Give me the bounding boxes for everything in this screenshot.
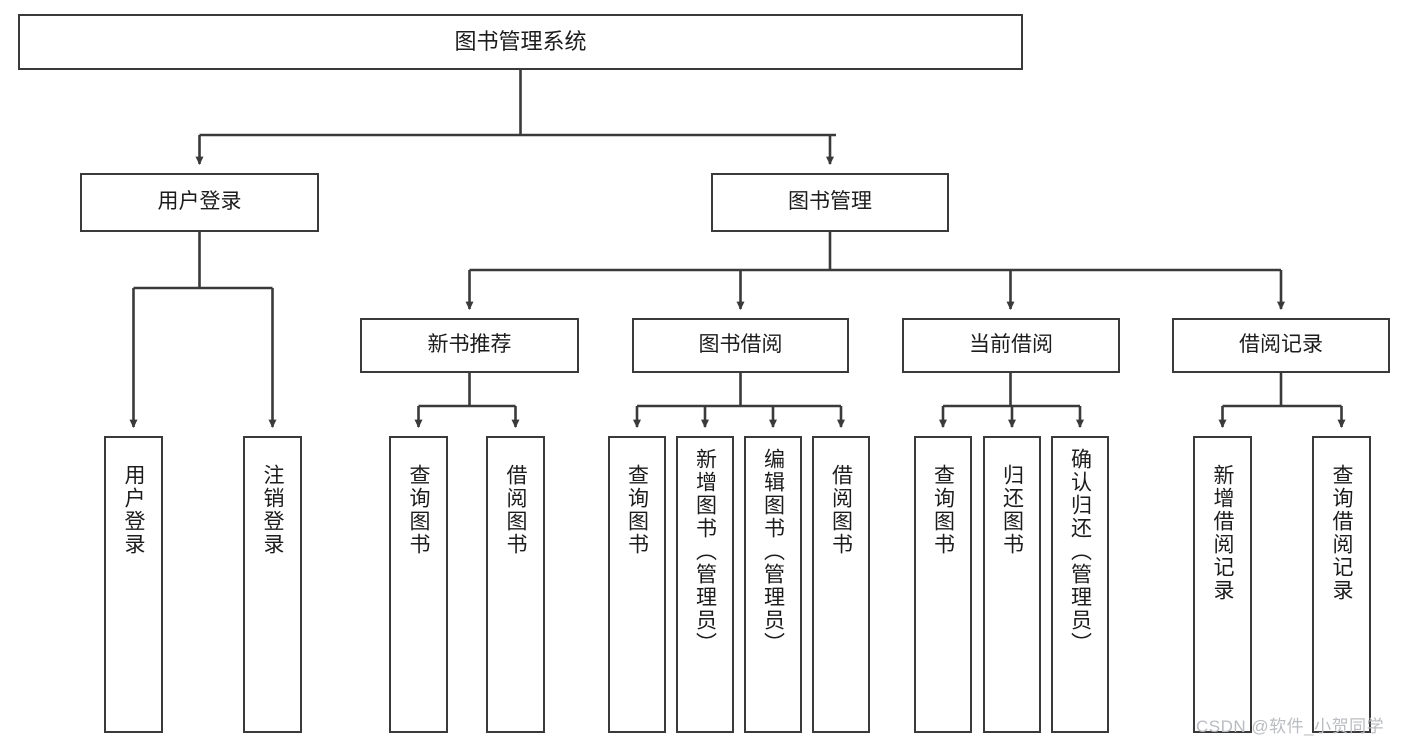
node-borrow-record[interactable]: 借阅记录 — [1172, 318, 1390, 373]
node-book-manage-label: 图书管理 — [788, 190, 872, 214]
node-book-borrow-label: 图书借阅 — [698, 333, 783, 357]
node-leaf-return-book[interactable]: 归还图书 — [983, 436, 1041, 733]
node-leaf-query-book-rec-label: 查询图书 — [407, 464, 430, 556]
node-leaf-borrow-book-label: 借阅图书 — [829, 464, 853, 556]
node-leaf-confirm-return[interactable]: 确认归还（管理员） — [1051, 436, 1109, 733]
node-leaf-edit-book-label: 编辑图书（管理员） — [761, 448, 785, 655]
node-leaf-borrow-book-rec-label: 借阅图书 — [504, 464, 527, 556]
node-leaf-add-book[interactable]: 新增图书（管理员） — [676, 436, 734, 733]
node-leaf-user-logout[interactable]: 注销登录 — [243, 436, 302, 733]
node-leaf-add-book-label: 新增图书（管理员） — [693, 448, 717, 655]
node-leaf-query-book-rec[interactable]: 查询图书 — [389, 436, 448, 733]
node-user-login-label: 用户登录 — [157, 190, 242, 214]
node-root[interactable]: 图书管理系统 — [18, 14, 1023, 70]
node-leaf-user-logout-label: 注销登录 — [261, 464, 284, 556]
node-leaf-borrow-book[interactable]: 借阅图书 — [812, 436, 870, 733]
node-new-book-rec-label: 新书推荐 — [427, 333, 512, 357]
node-borrow-record-label: 借阅记录 — [1239, 333, 1323, 357]
node-leaf-user-login[interactable]: 用户登录 — [104, 436, 163, 733]
node-leaf-query-book-cur[interactable]: 查询图书 — [914, 436, 972, 733]
node-leaf-query-book-borrow-label: 查询图书 — [625, 464, 649, 556]
node-leaf-borrow-book-rec[interactable]: 借阅图书 — [486, 436, 545, 733]
node-current-borrow-label: 当前借阅 — [969, 333, 1053, 357]
csdn-watermark: CSDN @软件_小贺同学 — [1196, 717, 1385, 736]
node-root-label: 图书管理系统 — [454, 29, 587, 55]
node-leaf-query-book-cur-label: 查询图书 — [931, 464, 955, 556]
node-current-borrow[interactable]: 当前借阅 — [902, 318, 1120, 373]
node-book-borrow[interactable]: 图书借阅 — [632, 318, 849, 373]
node-leaf-confirm-return-label: 确认归还（管理员） — [1068, 448, 1092, 655]
node-new-book-rec[interactable]: 新书推荐 — [360, 318, 579, 373]
node-user-login[interactable]: 用户登录 — [80, 173, 319, 232]
node-leaf-edit-book[interactable]: 编辑图书（管理员） — [744, 436, 802, 733]
node-leaf-query-record-label: 查询借阅记录 — [1330, 464, 1353, 602]
node-book-manage[interactable]: 图书管理 — [711, 173, 949, 232]
node-leaf-user-login-label: 用户登录 — [122, 464, 145, 556]
node-leaf-query-record[interactable]: 查询借阅记录 — [1312, 436, 1371, 733]
node-leaf-query-book-borrow[interactable]: 查询图书 — [608, 436, 666, 733]
node-leaf-add-record[interactable]: 新增借阅记录 — [1193, 436, 1252, 733]
node-leaf-add-record-label: 新增借阅记录 — [1211, 464, 1234, 602]
node-leaf-return-book-label: 归还图书 — [1000, 464, 1024, 556]
